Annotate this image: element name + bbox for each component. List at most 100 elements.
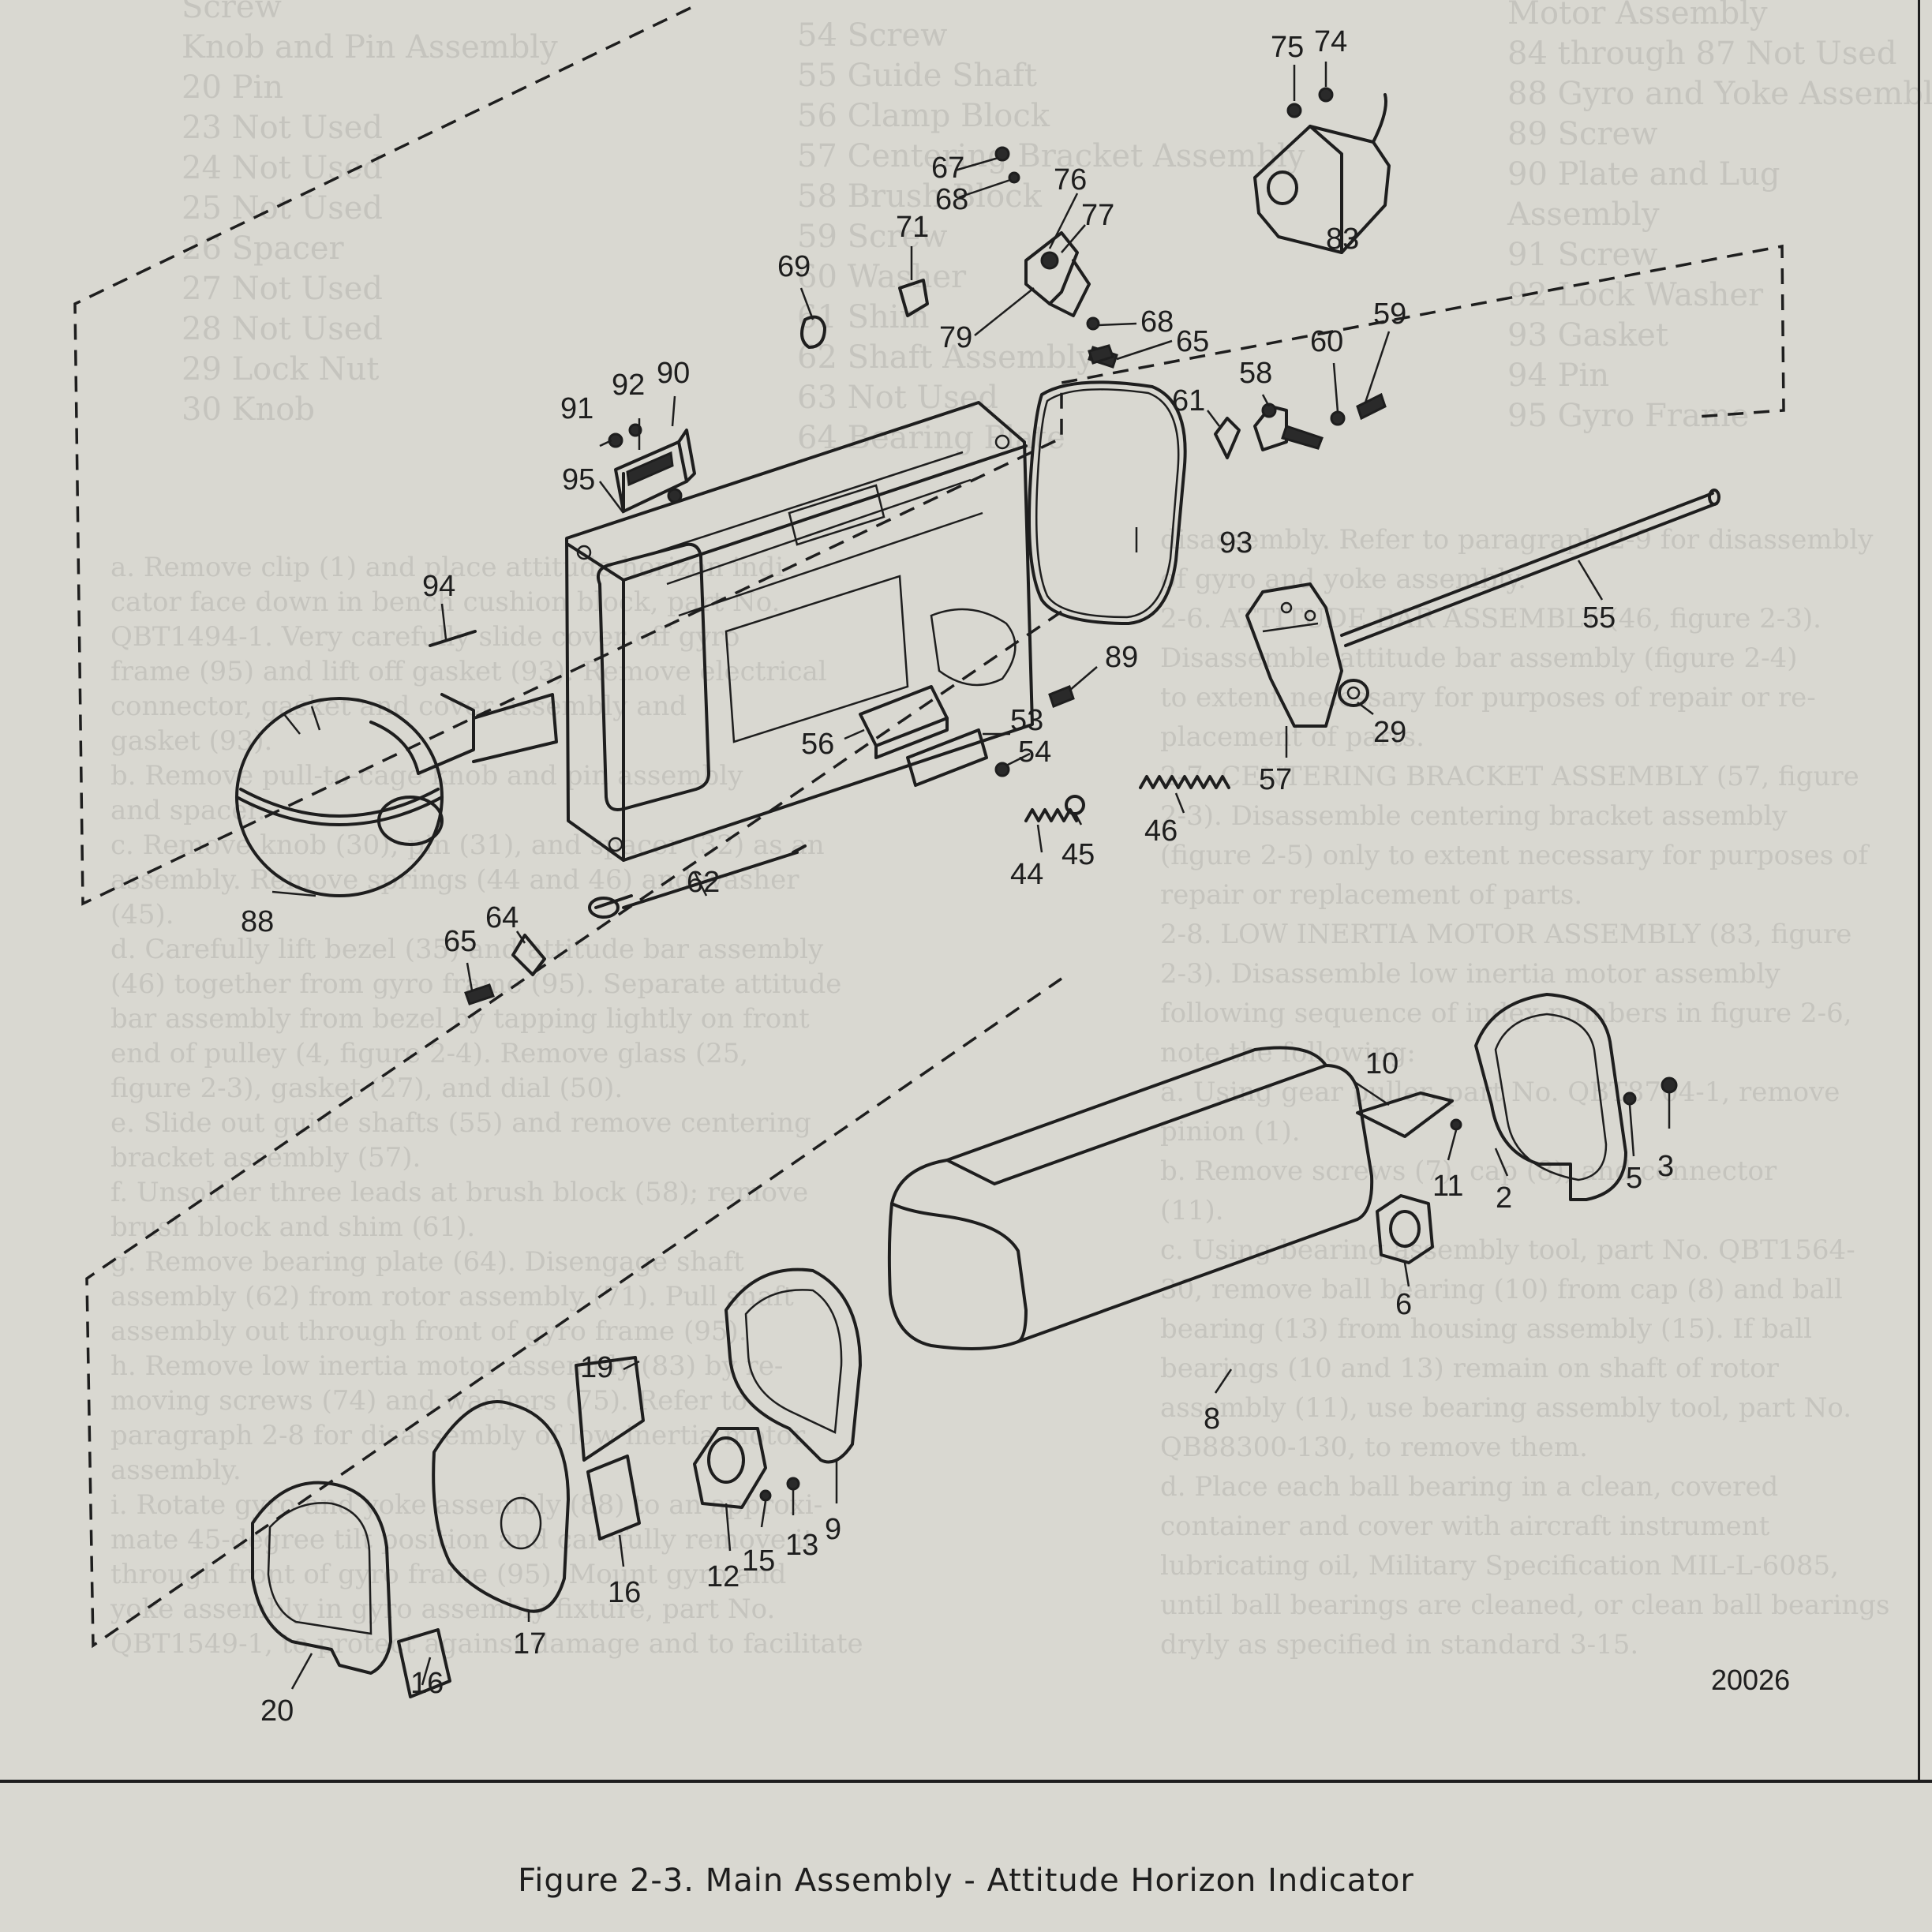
callout-label: 58 — [1239, 357, 1272, 390]
page-frame-right — [1918, 0, 1920, 1782]
bleed-text-line: QBT1494-1. Very carefully slide cover of… — [110, 621, 739, 653]
callout-label: 62 — [687, 866, 720, 899]
bleed-text-line: container and cover with aircraft instru… — [1160, 1511, 1770, 1542]
bleed-parts-line: 94 Pin — [1507, 358, 1609, 394]
page-frame-bottom — [0, 1780, 1932, 1783]
bleed-text-line: to extent necessary for purposes of repa… — [1160, 682, 1816, 713]
nut-6 — [1376, 1194, 1434, 1264]
callout-label: 53 — [1010, 704, 1043, 737]
bleed-text-line: through front of gyro frame (95). Mount … — [110, 1559, 786, 1590]
bleed-text-line: a. Remove clip (1) and place attitude ho… — [110, 552, 793, 583]
callout-label: 11 — [1432, 1170, 1463, 1203]
callout-label: 59 — [1373, 298, 1406, 331]
shaft-assembly — [588, 844, 807, 919]
flange-20 — [251, 1481, 392, 1675]
callout-label: 8 — [1204, 1402, 1220, 1436]
bleed-parts-line: 62 Shaft Assembly — [797, 339, 1095, 376]
plate-and-lug-assembly — [599, 423, 696, 513]
bleed-text-line: 30, remove ball bearing (10) from cap (8… — [1160, 1274, 1843, 1305]
bearing-12 — [693, 1427, 800, 1509]
bleed-parts-line: 89 Screw — [1507, 116, 1657, 152]
callout-label: 29 — [1373, 716, 1406, 749]
bleed-text-line: repair or replacement of parts. — [1160, 879, 1582, 911]
callout-label: 77 — [1081, 199, 1114, 232]
seal-16-right — [586, 1455, 641, 1541]
callout-label: 92 — [612, 369, 645, 402]
callout-label: 75 — [1271, 31, 1304, 64]
callout-label: 2 — [1496, 1181, 1512, 1215]
bleed-text-line: d. Place each ball bearing in a clean, c… — [1160, 1471, 1778, 1503]
callout-label: 65 — [444, 925, 477, 958]
bleed-text-line: d. Carefully lift bezel (35) and attitud… — [110, 934, 824, 965]
bleed-parts-line: 84 through 87 Not Used — [1507, 36, 1897, 72]
bleed-text-line: g. Remove bearing plate (64). Disengage … — [110, 1246, 744, 1278]
bleed-text-line: until ball bearings are cleaned, or clea… — [1160, 1589, 1890, 1621]
callout-label: 5 — [1626, 1162, 1642, 1195]
bleed-parts-line: 93 Gasket — [1507, 317, 1668, 354]
gyro-frame — [565, 401, 1034, 862]
bleed-text-line: cator face down in bench cushion block, … — [110, 586, 780, 618]
bleed-text-line: disassembly. Refer to paragraph 2-9 for … — [1160, 524, 1874, 556]
bleed-text-line: bearing (13) from housing assembly (15).… — [1160, 1313, 1812, 1345]
callout-label: 3 — [1657, 1150, 1674, 1183]
callout-label: 61 — [1172, 384, 1205, 417]
bleed-parts-line: 90 Plate and Lug — [1507, 156, 1780, 193]
bleed-text-line: (11). — [1160, 1195, 1224, 1226]
callout-label: 54 — [1018, 736, 1051, 769]
clamp-block-group — [859, 685, 1010, 787]
parts-list-right: Motor Assembly 84 through 87 Not Used 88 G… — [1507, 0, 1932, 434]
bleed-parts-line: 56 Clamp Block — [797, 98, 1050, 134]
callout-label: 79 — [939, 321, 972, 354]
bleed-parts-line: 92 Lock Washer — [1507, 277, 1764, 313]
bleed-parts-line: 58 Brush Block — [797, 178, 1043, 215]
callout-label: 94 — [422, 570, 455, 603]
bleed-parts-line: 55 Guide Shaft — [797, 58, 1037, 94]
callout-label: 71 — [896, 211, 929, 244]
bleed-parts-line: 26 Spacer — [182, 230, 345, 267]
callout-label: 16 — [410, 1667, 444, 1700]
bleed-text-line: frame (95) and lift off gasket (93). Rem… — [110, 656, 827, 687]
bleed-parts-line: 27 Not Used — [182, 271, 383, 307]
drawing-number: 20026 — [1711, 1664, 1791, 1696]
guide-shaft — [1340, 489, 1720, 647]
bleed-text-line: mate 45-degree tilt position and careful… — [110, 1524, 814, 1556]
low-inertia-motor — [1253, 87, 1391, 254]
callout-label: 55 — [1582, 601, 1616, 635]
bleed-text-line: gasket (93). — [110, 725, 272, 757]
centering-bracket — [1245, 582, 1343, 728]
bleed-text-line: QB88300-130, to remove them. — [1160, 1432, 1588, 1463]
callout-label: 12 — [706, 1560, 739, 1593]
figure-caption: Figure 2-3. Main Assembly - Attitude Hor… — [518, 1863, 1414, 1899]
callout-label: 16 — [608, 1576, 641, 1609]
callout-label: 15 — [742, 1544, 775, 1578]
bleed-text-line: bar assembly from bezel by tapping light… — [110, 1003, 810, 1035]
callout-label: 64 — [485, 901, 519, 934]
callout-label: 20 — [260, 1694, 294, 1728]
bleed-text-line: 2-3). Disassemble centering bracket asse… — [1160, 800, 1788, 832]
bleed-text-line: yoke assembly in gyro assembly fixture, … — [110, 1593, 775, 1625]
bleed-parts-line: Motor Assembly — [1507, 0, 1768, 32]
callout-label: 95 — [562, 463, 595, 496]
callout-label: 67 — [931, 152, 964, 185]
lock-nut — [1338, 679, 1369, 707]
brush-block-group — [1214, 392, 1387, 459]
bleed-parts-line: 88 Gyro and Yoke Assembly — [1507, 76, 1932, 112]
callout-label: 10 — [1365, 1047, 1398, 1080]
upper-group-boundary — [73, 6, 1785, 906]
springs — [1024, 775, 1230, 822]
bleed-parts-line: 30 Knob — [182, 391, 315, 428]
bleed-text-line: (figure 2-5) only to extent necessary fo… — [1160, 840, 1870, 871]
front-flange-right — [1474, 993, 1678, 1201]
callout-label: 46 — [1144, 814, 1178, 848]
bleed-text-line: 2-8. LOW INERTIA MOTOR ASSEMBLY (83, fig… — [1160, 919, 1852, 950]
text-column-right: disassembly. Refer to paragraph 2-9 for … — [1160, 524, 1890, 1661]
bleed-text-line: dryly as specified in standard 3-15. — [1160, 1629, 1638, 1661]
bleed-parts-line: 59 Screw — [797, 219, 947, 255]
callout-label: 69 — [777, 250, 811, 283]
screw-89 — [1048, 685, 1075, 708]
bleed-text-line: paragraph 2-8 for disassembly of low ine… — [110, 1420, 806, 1451]
callout-label: 83 — [1326, 223, 1359, 256]
